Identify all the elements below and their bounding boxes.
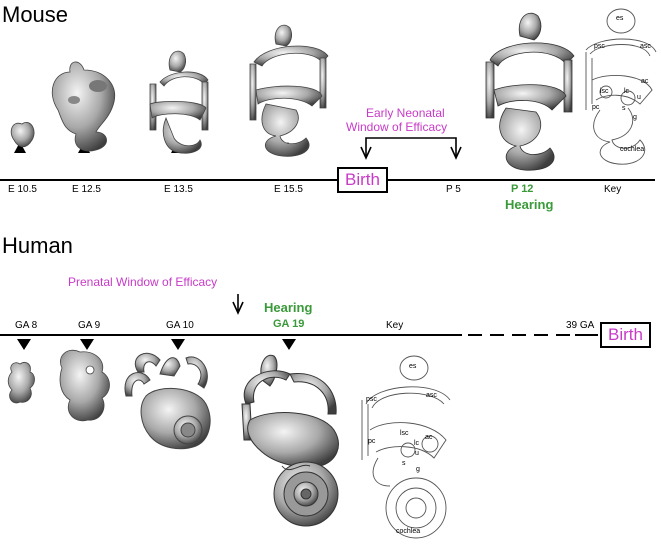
- marker-e10-5: [14, 142, 26, 153]
- key-label-u: u: [637, 94, 641, 101]
- human-stage-markers: [17, 339, 296, 350]
- mouse-birth-box: Birth: [337, 167, 388, 193]
- human-key-label-lsc: lsc: [400, 430, 409, 437]
- human-key-label-lc: lc: [414, 440, 420, 447]
- stage-label-e13-5: E 13.5: [164, 184, 193, 195]
- human-key-label-ac: ac: [425, 434, 433, 441]
- stage-label-p12: P 12: [511, 183, 534, 195]
- marker-ga8: [17, 339, 31, 350]
- key-label-ac: ac: [641, 78, 649, 85]
- neonatal-window-line1: Early Neonatal: [366, 106, 445, 120]
- key-label-cochlea: cochlea: [620, 146, 645, 153]
- stage-label-e12-5: E 12.5: [72, 184, 101, 195]
- key-label-asc: asc: [640, 43, 651, 50]
- human-key-label: Key: [386, 320, 404, 331]
- mouse-stage-markers: [14, 142, 294, 153]
- human-window-arrow: [232, 294, 244, 315]
- stage-label-e15-5: E 15.5: [274, 184, 303, 195]
- stage-label-ga8: GA 8: [15, 320, 38, 331]
- human-ear-ga19: [241, 354, 339, 527]
- human-key-label-asc: asc: [426, 392, 437, 399]
- human-ear-ga9: [59, 349, 110, 422]
- human-key-label-u: u: [415, 450, 419, 457]
- human-key-label-s: s: [402, 460, 406, 467]
- human-key-label-es: es: [409, 363, 417, 370]
- human-key-label-pc: pc: [368, 438, 376, 445]
- human-ear-ga8: [7, 362, 35, 404]
- human-key-label-cochlea: cochlea: [396, 528, 421, 535]
- stage-label-ga19: GA 19: [273, 318, 305, 330]
- key-label-lsc: lsc: [600, 88, 609, 95]
- key-label-es: es: [616, 15, 624, 22]
- human-key-label-psc: psc: [366, 396, 377, 403]
- marker-ga19: [282, 339, 296, 350]
- mouse-ear-e13-5: [149, 50, 209, 154]
- marker-ga10: [171, 339, 185, 350]
- mouse-ear-e10-5: [10, 122, 35, 148]
- neonatal-window-bracket: [360, 137, 462, 160]
- key-label-psc: psc: [594, 43, 605, 50]
- stage-label-ga9: GA 9: [78, 320, 101, 331]
- mouse-key-label: Key: [604, 184, 622, 195]
- stage-label-ga39: 39 GA: [566, 320, 595, 331]
- mouse-ear-p12: [485, 12, 575, 171]
- human-ear-ga10: [124, 352, 211, 450]
- marker-ga9: [80, 339, 94, 350]
- mouse-hearing-label: Hearing: [505, 197, 554, 212]
- key-label-pc: pc: [592, 104, 600, 111]
- human-section-title: Human: [2, 233, 73, 258]
- neonatal-window-line2: Window of Efficacy: [346, 120, 448, 134]
- key-label-s: s: [622, 105, 626, 112]
- key-label-g: g: [633, 114, 637, 121]
- stage-label-ga10: GA 10: [166, 320, 194, 331]
- mouse-ear-e12-5: [51, 61, 116, 152]
- stage-label-p5: P 5: [446, 184, 461, 195]
- mouse-section-title: Mouse: [2, 2, 69, 27]
- human-key-label-g: g: [416, 466, 420, 473]
- mouse-key-outline: [585, 8, 657, 165]
- human-key-outline: [361, 355, 451, 539]
- human-birth-box: Birth: [600, 322, 651, 348]
- stage-label-e10-5: E 10.5: [8, 184, 37, 195]
- key-label-lc: lc: [624, 88, 630, 95]
- human-hearing-label: Hearing: [264, 300, 313, 315]
- mouse-ear-e15-5: [249, 24, 329, 157]
- prenatal-window-label: Prenatal Window of Efficacy: [68, 275, 218, 289]
